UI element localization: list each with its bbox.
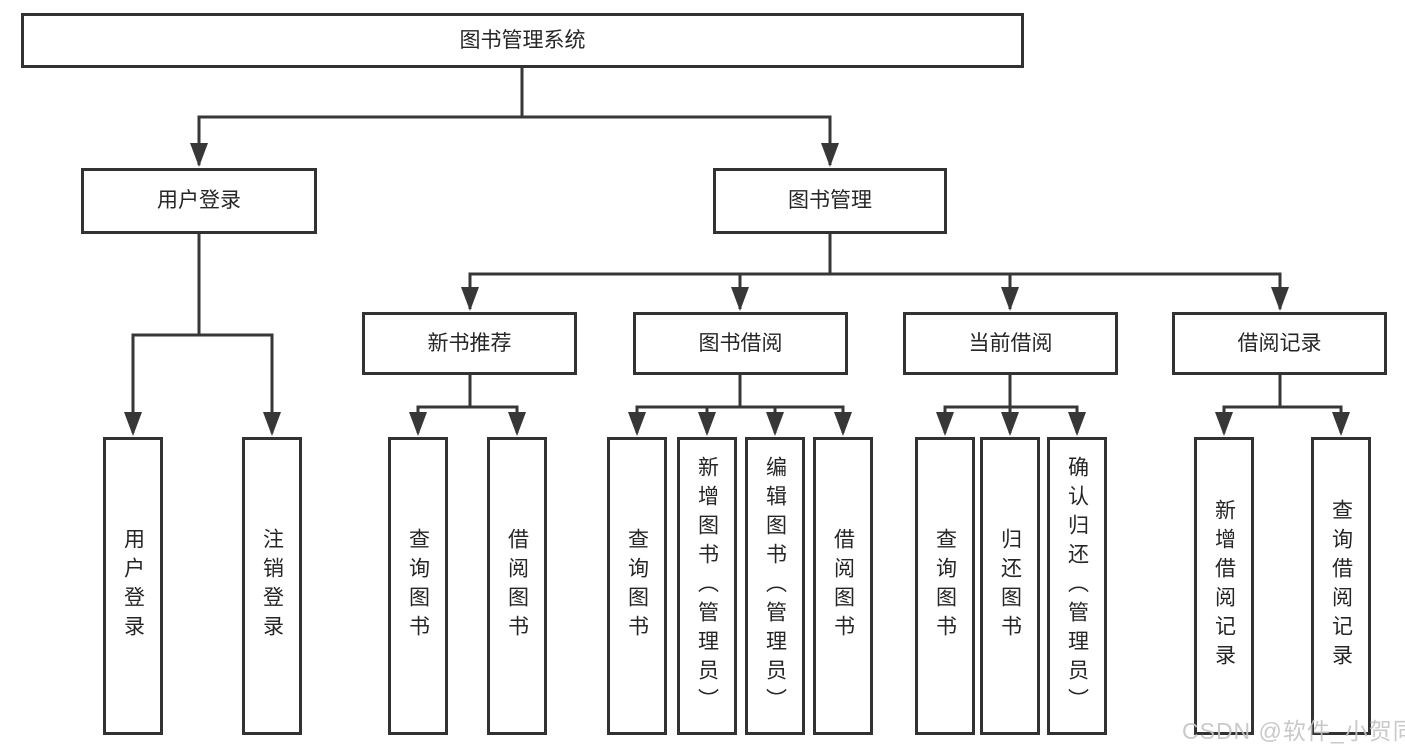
leaf-logout-login: 注销登录: [242, 437, 302, 735]
leaf-records-query-borrow-record: 查询借阅记录: [1311, 437, 1371, 735]
leaf-recommend-query-books: 查询图书: [388, 437, 448, 735]
node-current-borrowing: 当前借阅: [903, 312, 1118, 375]
node-book-management: 图书管理: [713, 168, 947, 234]
leaf-recommend-borrow-books: 借阅图书: [487, 437, 547, 735]
leaf-current-confirm-return-admin: 确认归还（管理员）: [1047, 437, 1107, 735]
leaf-borrow-edit-books-admin: 编辑图书（管理员）: [745, 437, 805, 735]
node-borrowing-records: 借阅记录: [1172, 312, 1387, 375]
leaf-borrow-query-books: 查询图书: [607, 437, 667, 735]
leaf-records-add-borrow-record: 新增借阅记录: [1194, 437, 1254, 735]
leaf-borrow-add-books-admin: 新增图书（管理员）: [677, 437, 737, 735]
node-user-login: 用户登录: [81, 168, 317, 234]
leaf-current-query-books: 查询图书: [915, 437, 975, 735]
node-book-borrowing: 图书借阅: [633, 312, 848, 375]
leaf-user-login: 用户登录: [103, 437, 163, 735]
leaf-borrow-borrow-books: 借阅图书: [813, 437, 873, 735]
node-root-system: 图书管理系统: [21, 13, 1024, 68]
leaf-current-return-books: 归还图书: [980, 437, 1040, 735]
node-new-book-recommendation: 新书推荐: [362, 312, 577, 375]
csdn-watermark: CSDN @软件_小贺同学: [1182, 718, 1405, 744]
